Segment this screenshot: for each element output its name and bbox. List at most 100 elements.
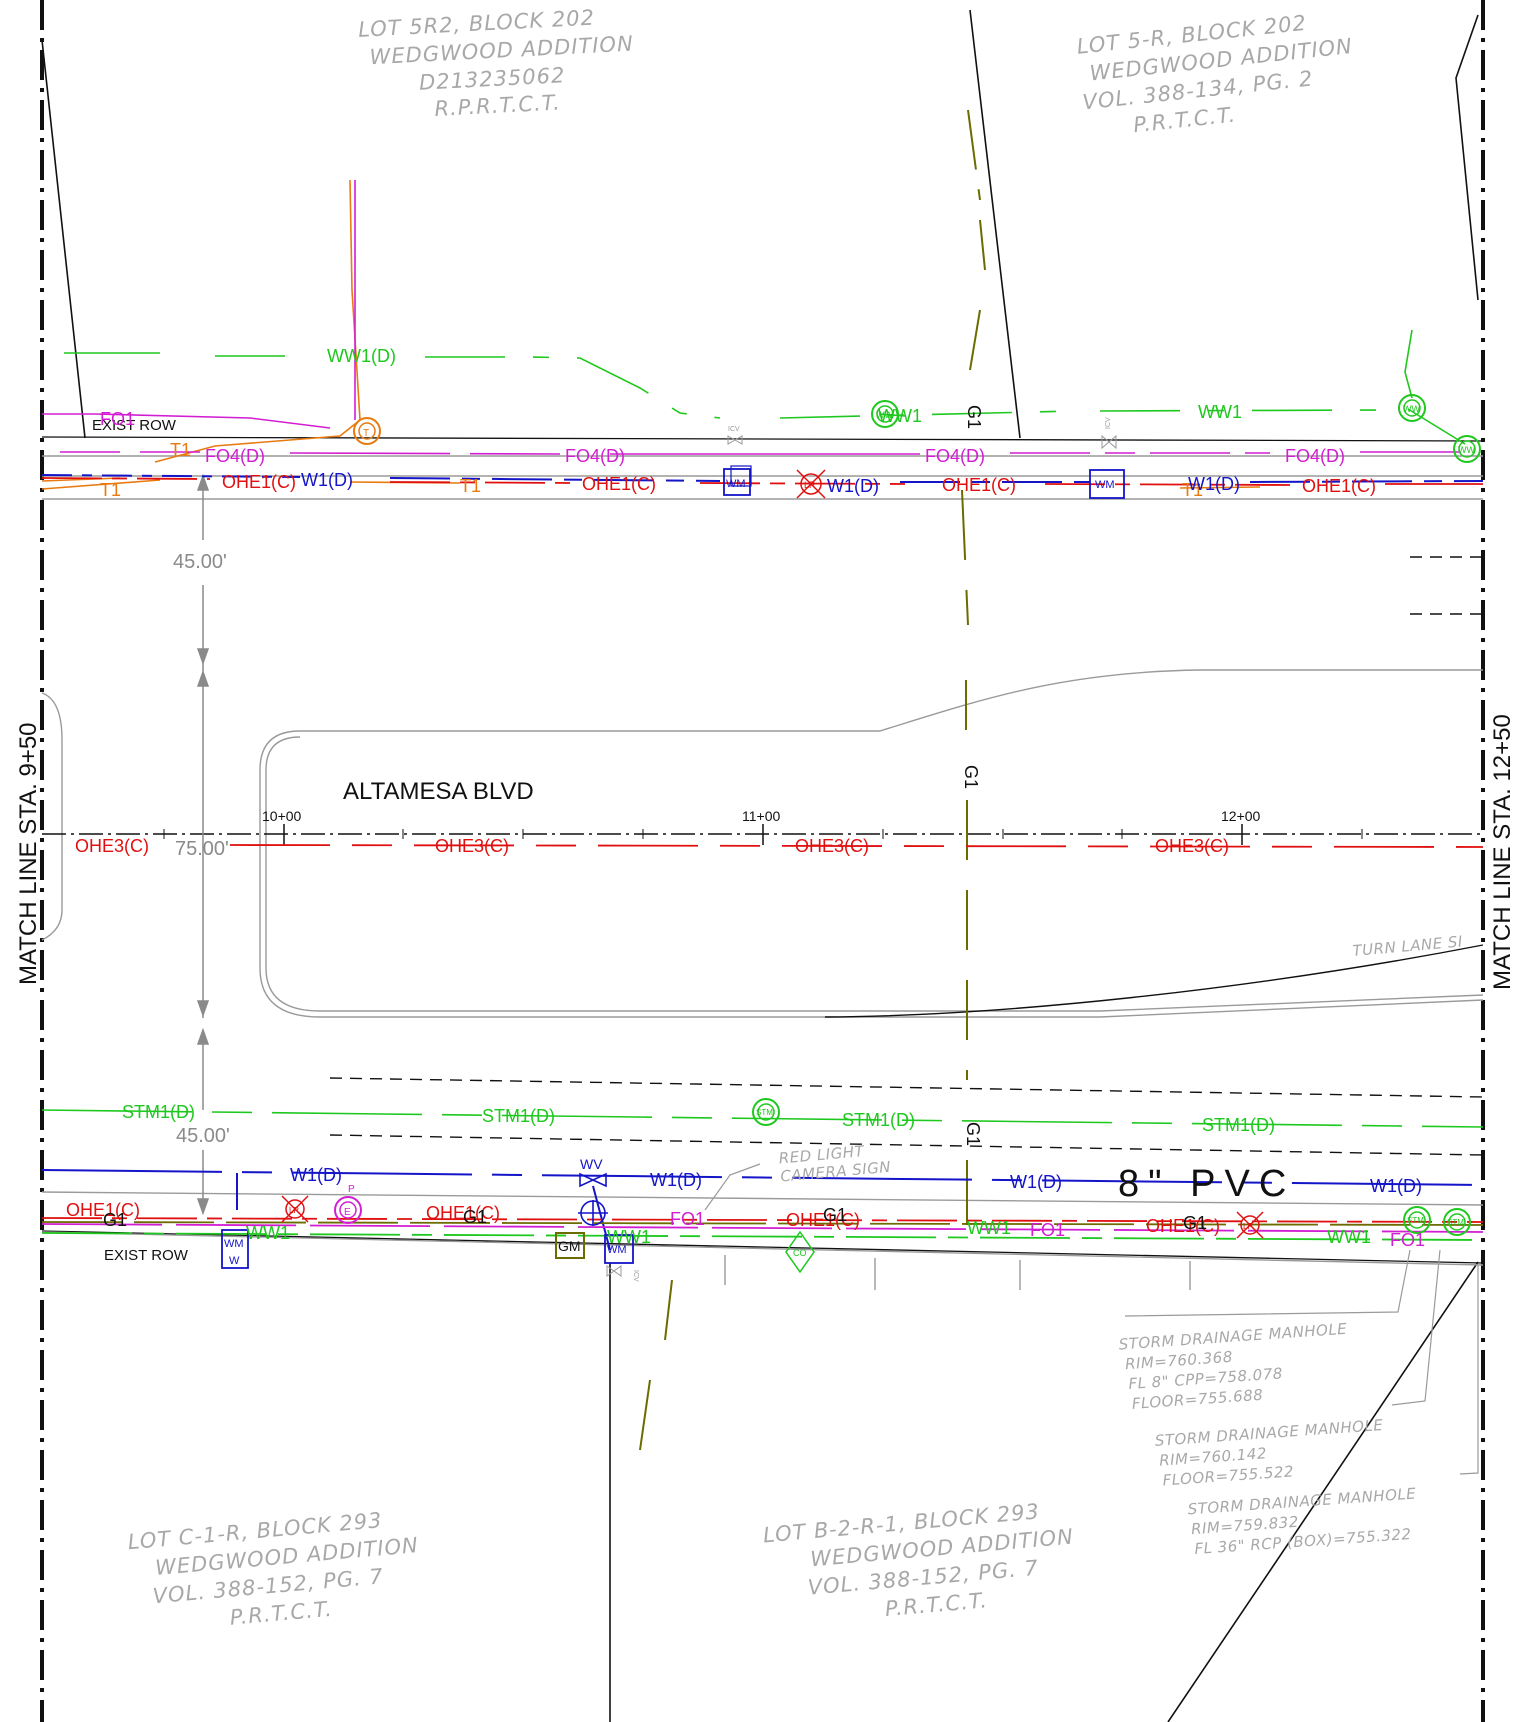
station-label-11: 11+00 [742, 808, 780, 824]
svg-text:STORM DRAINAGE MANHOLE: STORM DRAINAGE MANHOLE [1118, 1320, 1348, 1354]
svg-text:R.P.R.T.C.T.: R.P.R.T.C.T. [434, 90, 561, 121]
overhead-electric-north [41, 477, 1483, 486]
svg-text:OHE1(C): OHE1(C) [942, 475, 1016, 495]
wastewater-manhole-icon-2: WW [1398, 394, 1426, 422]
water-valve-icon: WV [579, 1156, 607, 1188]
svg-text:G1: G1 [963, 1122, 983, 1146]
fiber-pedestal-icon: E P [334, 1184, 362, 1224]
irrigation-valve-icon-2: ICV [1101, 417, 1117, 450]
svg-text:STORM DRAINAGE MANHOLE: STORM DRAINAGE MANHOLE [1187, 1484, 1417, 1518]
svg-text:OHE1(C): OHE1(C) [1146, 1216, 1220, 1236]
wastewater-line-north [64, 329, 1466, 445]
svg-text:G1: G1 [964, 405, 984, 429]
svg-text:FO4(D): FO4(D) [205, 446, 265, 466]
svg-text:ICV: ICV [1105, 417, 1112, 429]
exist-row-north-label: EXIST ROW [92, 417, 177, 434]
svg-text:STM1(D): STM1(D) [482, 1106, 555, 1126]
fire-hydrant-icon [578, 1200, 608, 1226]
svg-text:T: T [363, 428, 369, 439]
svg-text:STM1(D): STM1(D) [1202, 1115, 1275, 1135]
light-pole-icon-1: LP [796, 469, 826, 499]
south-utility-cluster [41, 1217, 1484, 1241]
svg-text:OHE3(C): OHE3(C) [75, 836, 149, 856]
svg-text:T1: T1 [100, 480, 121, 500]
svg-text:G1: G1 [463, 1207, 487, 1227]
svg-text:ICV: ICV [632, 1270, 639, 1282]
exist-row-south-label: EXIST ROW [104, 1247, 189, 1264]
svg-text:P.R.T.C.T.: P.R.T.C.T. [1132, 103, 1237, 138]
svg-text:WM: WM [607, 1244, 627, 1256]
water-line-north [41, 474, 1484, 483]
svg-text:FO1: FO1 [670, 1209, 705, 1229]
svg-text:OHE3(C): OHE3(C) [1155, 836, 1229, 856]
svg-text:WW1: WW1 [967, 1218, 1011, 1238]
svg-text:STM: STM [756, 1108, 773, 1117]
svg-text:WW1: WW1 [1327, 1227, 1371, 1247]
light-pole-icon-2: LP [281, 1195, 309, 1223]
svg-text:STORM DRAINAGE MANHOLE: STORM DRAINAGE MANHOLE [1154, 1416, 1384, 1450]
svg-text:WW1: WW1 [878, 406, 922, 426]
svg-text:OHE1(C): OHE1(C) [582, 474, 656, 494]
pavement-edges [41, 455, 1484, 1290]
storm-manhole-note-2: STORM DRAINAGE MANHOLE RIM=760.142 FLOOR… [1154, 1416, 1384, 1489]
dim-total-row: 75.00' [175, 838, 229, 860]
svg-text:G1: G1 [823, 1205, 847, 1225]
svg-text:WM: WM [1095, 479, 1115, 491]
station-label-10: 10+00 [262, 808, 302, 824]
svg-text:W: W [229, 1255, 240, 1267]
svg-text:W1(D): W1(D) [1370, 1176, 1422, 1196]
light-pole-icon-3: LP [1236, 1211, 1264, 1239]
svg-text:FO1: FO1 [1030, 1220, 1065, 1240]
svg-text:FO4(D): FO4(D) [925, 446, 985, 466]
fiber-lines-north [42, 180, 1460, 455]
svg-text:E: E [344, 1207, 351, 1218]
water-line-south [41, 1169, 1484, 1251]
station-label-12: 12+00 [1221, 808, 1261, 824]
match-line-left-label: MATCH LINE STA. 9+50 [15, 722, 42, 985]
lot-label-nw: LOT 5R2, BLOCK 202 WEDGWOOD ADDITION D21… [358, 5, 635, 121]
telephone-pedestal-icon: T [353, 417, 381, 445]
svg-text:W1(D): W1(D) [290, 1165, 342, 1185]
svg-text:OHE3(C): OHE3(C) [435, 836, 509, 856]
svg-text:LP: LP [289, 1206, 299, 1215]
svg-text:G1: G1 [1183, 1213, 1207, 1233]
svg-text:W1(D): W1(D) [1010, 1172, 1062, 1192]
svg-text:OHE1(C): OHE1(C) [786, 1210, 860, 1230]
wastewater-manhole-icon-1: WW [871, 400, 899, 428]
svg-text:OHE1(C): OHE1(C) [426, 1203, 500, 1223]
turn-lane-striping [329, 556, 1484, 1156]
property-lines [41, 9, 1484, 1722]
street-name: ALTAMESA BLVD [343, 778, 534, 805]
svg-text:T1: T1 [1182, 480, 1203, 500]
svg-text:FO1: FO1 [100, 409, 135, 429]
irrigation-valve-icon-1: ICV [727, 426, 743, 445]
svg-text:FO4(D): FO4(D) [565, 446, 625, 466]
svg-text:WW1: WW1 [246, 1223, 290, 1243]
svg-text:WM: WM [224, 1238, 244, 1250]
utility-labels: WW1(D) WW1 WW1 FO1 T1 FO4(D) FO4(D) FO4(… [66, 346, 1425, 1250]
svg-text:LP: LP [804, 480, 815, 490]
svg-text:LP: LP [1243, 1222, 1253, 1231]
svg-text:WW: WW [876, 410, 893, 420]
svg-text:P: P [348, 1184, 355, 1195]
storm-manhole-icon-1: STM [752, 1098, 780, 1126]
water-meter-icon-1: WM [723, 465, 752, 496]
match-line-right-label: MATCH LINE STA. 12+50 [1489, 714, 1516, 990]
svg-text:D213235062: D213235062 [418, 63, 565, 95]
svg-text:P.R.T.C.T.: P.R.T.C.T. [229, 1597, 334, 1630]
svg-text:WW: WW [1403, 404, 1420, 414]
svg-text:P.R.T.C.T.: P.R.T.C.T. [884, 1588, 989, 1621]
lot-label-ne: LOT 5-R, BLOCK 202 WEDGWOOD ADDITION VOL… [1076, 11, 1354, 138]
lot-label-s: LOT B-2-R-1, BLOCK 293 WEDGWOOD ADDITION… [762, 1499, 1075, 1621]
svg-text:WV: WV [580, 1156, 603, 1172]
svg-text:W1(D): W1(D) [827, 476, 879, 496]
pipe-size-label: 8" PVC [1118, 1163, 1295, 1205]
svg-text:T1: T1 [170, 440, 191, 460]
storm-manhole-icon-3: STM [1443, 1208, 1471, 1236]
svg-text:WW1(D): WW1(D) [327, 346, 396, 366]
svg-text:OHE1(C): OHE1(C) [66, 1200, 140, 1220]
svg-text:WW1: WW1 [1198, 402, 1242, 422]
wastewater-manhole-icon-3: WW [1453, 435, 1481, 463]
storm-manhole-icon-2: STM [1403, 1206, 1431, 1234]
